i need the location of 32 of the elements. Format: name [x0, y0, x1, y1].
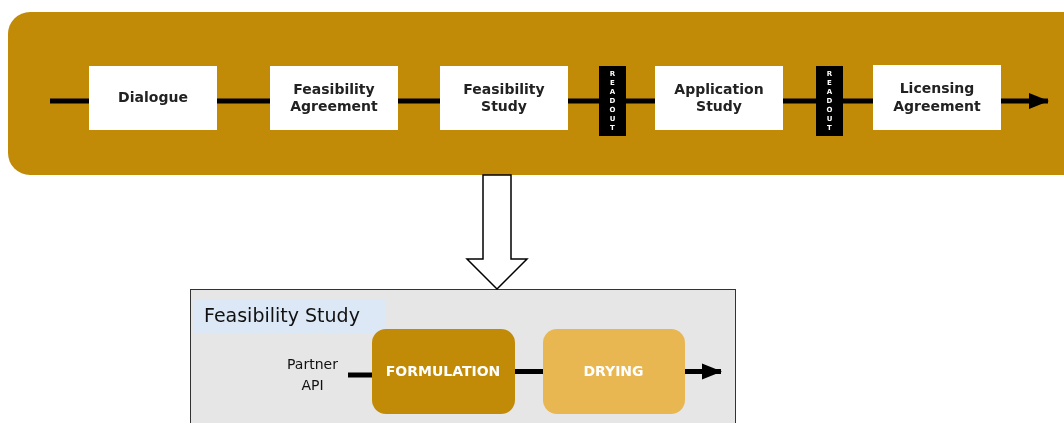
connector-line: [50, 98, 89, 104]
process-box: [371, 328, 515, 414]
stage-box: [270, 66, 398, 130]
node-label: Licensing Agreement: [892, 80, 982, 115]
node-label: FORMULATION: [385, 363, 501, 379]
connector-line: [515, 369, 543, 374]
block-arrow: [465, 174, 529, 291]
timeline-band: [8, 12, 1064, 175]
node-label: Partner API: [286, 355, 339, 395]
node-label: Dialogue: [118, 89, 188, 107]
arrow: [1001, 93, 1049, 109]
node-label: Feasibility Study: [462, 80, 546, 116]
stage-box: [89, 66, 217, 130]
readout-marker: [599, 66, 626, 136]
connector-line: [217, 98, 270, 104]
connector-line: [568, 98, 599, 104]
stage-box: [655, 66, 783, 130]
connector-line: [843, 98, 873, 104]
connector-line: [348, 372, 372, 378]
readout-marker: [816, 66, 843, 136]
arrow: [685, 363, 722, 380]
stage-box: [440, 66, 568, 130]
connector-line: [626, 98, 655, 104]
node-label: Feasibility Agreement: [289, 80, 379, 116]
panel-heading: Feasibility Study: [194, 300, 386, 334]
node-label: DRYING: [583, 363, 644, 379]
connector-line: [398, 98, 440, 104]
connector-line: [783, 98, 816, 104]
process-box: [542, 328, 685, 414]
detail-panel: [190, 289, 736, 423]
stage-box: [873, 65, 1001, 130]
node-label: Application Study: [673, 80, 765, 116]
